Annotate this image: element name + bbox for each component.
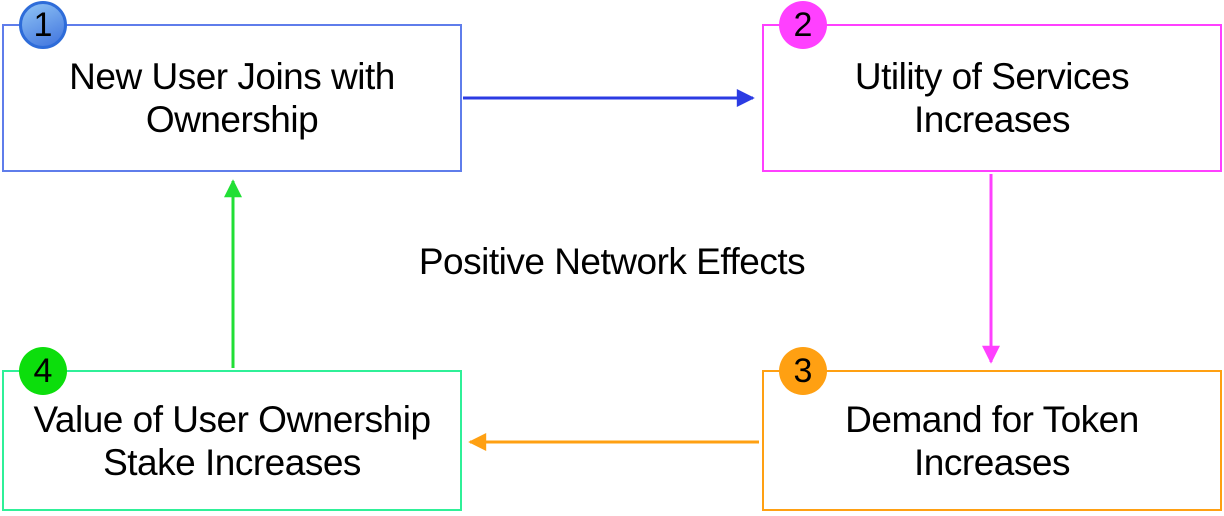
node-3-step-badge: 3 (779, 347, 827, 395)
node-2-step-badge: 2 (779, 1, 827, 49)
node-utility-of-services-increases: 2 Utility of Services Increases (762, 1, 1222, 172)
node-4-label: Value of User Ownership Stake Increases (33, 398, 431, 483)
node-4-step-badge: 4 (19, 347, 67, 395)
node-1-label: New User Joins with Ownership (69, 56, 395, 140)
node-new-user-joins-with-ownership: 1 New User Joins with Ownership (2, 1, 462, 172)
node-value-of-user-ownership-stake-increases: 4 Value of User Ownership Stake Increase… (2, 347, 462, 511)
diagram-title: Positive Network Effects (418, 241, 806, 282)
node-2-label: Utility of Services Increases (854, 56, 1130, 140)
node-3-label: Demand for Token Increases (845, 398, 1139, 483)
node-demand-for-token-increases: 3 Demand for Token Increases (762, 347, 1222, 511)
node-1-step-badge: 1 (19, 1, 67, 49)
